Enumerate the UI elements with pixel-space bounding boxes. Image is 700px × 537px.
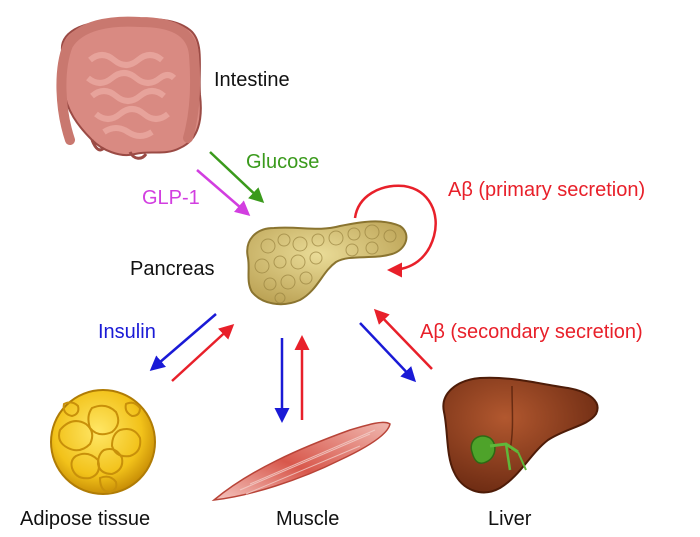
liver-illustration (442, 376, 599, 494)
glucose-label: Glucose (246, 151, 319, 173)
abeta-from-liver-arrow (373, 308, 433, 370)
intestine-illustration (56, 16, 202, 160)
glp1-label: GLP-1 (142, 187, 200, 209)
liver-label: Liver (488, 508, 532, 530)
intestine-label: Intestine (214, 69, 290, 91)
adipose-tissue-illustration (50, 389, 156, 495)
glucose-arrow (209, 151, 265, 204)
muscle-label: Muscle (276, 508, 339, 530)
adipose-label: Adipose tissue (20, 508, 150, 530)
abeta-from-adipose-arrow (171, 323, 235, 382)
abeta-primary-loop-arrow (353, 184, 437, 278)
insulin-to-liver-arrow (359, 322, 417, 383)
pancreas-illustration (246, 220, 408, 306)
muscle-illustration (211, 421, 391, 502)
abeta-primary-label: Aβ (primary secretion) (448, 179, 645, 201)
abeta-secondary-label: Aβ (secondary secretion) (420, 321, 643, 343)
pancreas-label: Pancreas (130, 258, 215, 280)
glp1-arrow (196, 169, 251, 216)
insulin-label: Insulin (98, 321, 156, 343)
insulin-to-adipose-arrow (149, 313, 217, 371)
